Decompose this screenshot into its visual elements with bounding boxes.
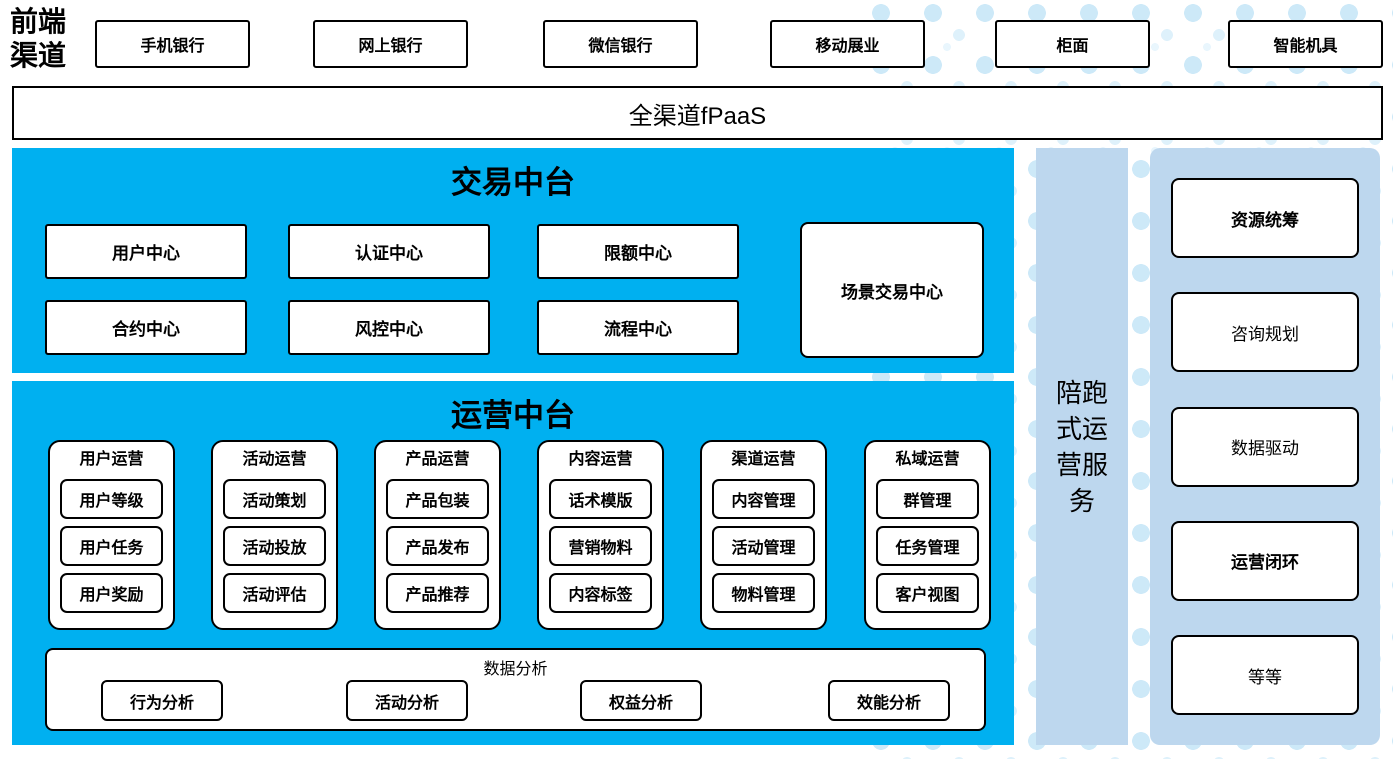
data-analysis-title: 数据分析 xyxy=(483,661,548,678)
service-box-consulting-planning: 咨询规划 xyxy=(1171,292,1359,373)
analysis-item-benefit: 权益分析 xyxy=(580,680,702,721)
ops-group-private-domain: 私域运营 群管理 任务管理 客户视图 xyxy=(864,440,991,630)
service-box-ops-closed-loop: 运营闭环 xyxy=(1171,520,1359,601)
ops-item: 话术模版 xyxy=(549,479,652,519)
channel-box-wechat-banking: 微信银行 xyxy=(543,20,698,68)
channel-box-counter: 柜面 xyxy=(995,20,1150,68)
trade-platform-title: 交易中台 xyxy=(451,165,575,200)
ops-item: 内容标签 xyxy=(549,573,652,613)
ops-group-title: 内容运营 xyxy=(568,451,633,468)
ops-item: 内容管理 xyxy=(712,479,815,519)
ops-group-content: 内容运营 话术模版 营销物料 内容标签 xyxy=(537,440,664,630)
ops-item: 营销物料 xyxy=(549,526,652,566)
ops-platform-title: 运营中台 xyxy=(451,398,575,433)
ops-item: 产品发布 xyxy=(386,526,489,566)
ops-group-channel: 渠道运营 内容管理 活动管理 物料管理 xyxy=(700,440,827,630)
analysis-item-efficiency: 效能分析 xyxy=(828,680,950,721)
frontend-channels-label: 前端渠道 xyxy=(10,7,67,72)
ops-group-title: 产品运营 xyxy=(405,451,470,468)
omnichannel-fpaas-bar: 全渠道fPaaS xyxy=(12,86,1383,140)
accompanying-ops-service-bar: 陪跑式运营服务 xyxy=(1036,148,1128,745)
ops-group-activity: 活动运营 活动策划 活动投放 活动评估 xyxy=(211,440,338,630)
service-box-data-driven: 数据驱动 xyxy=(1171,406,1359,487)
service-box-resource-coordination: 资源统筹 xyxy=(1171,178,1359,258)
center-box-process: 流程中心 xyxy=(537,300,739,355)
ops-item: 物料管理 xyxy=(712,573,815,613)
ops-item: 活动管理 xyxy=(712,526,815,566)
ops-group-title: 活动运营 xyxy=(242,451,307,468)
scenario-trade-center-box: 场景交易中心 xyxy=(800,222,984,358)
trade-middle-platform-panel: 交易中台 用户中心 认证中心 限额中心 合约中心 风控中心 流程中心 场景交易中… xyxy=(12,148,1014,373)
center-box-user: 用户中心 xyxy=(45,224,247,279)
ops-group-user: 用户运营 用户等级 用户任务 用户奖励 xyxy=(48,440,175,630)
channel-box-mobile-banking: 手机银行 xyxy=(95,20,250,68)
center-box-risk: 风控中心 xyxy=(288,300,490,355)
data-analysis-strip: 数据分析 行为分析 活动分析 权益分析 效能分析 xyxy=(45,648,986,731)
analysis-item-behavior: 行为分析 xyxy=(101,680,223,721)
channel-box-mobile-sales: 移动展业 xyxy=(770,20,925,68)
ops-item: 任务管理 xyxy=(876,526,979,566)
operations-middle-platform-panel: 运营中台 用户运营 用户等级 用户任务 用户奖励 活动运营 活动策划 活动投放 … xyxy=(12,381,1014,745)
center-box-contract: 合约中心 xyxy=(45,300,247,355)
ops-item: 用户等级 xyxy=(60,479,163,519)
ops-item: 用户奖励 xyxy=(60,573,163,613)
ops-group-title: 私域运营 xyxy=(895,451,960,468)
service-box-etc: 等等 xyxy=(1171,635,1359,715)
ops-group-title: 渠道运营 xyxy=(731,451,796,468)
ops-group-title: 用户运营 xyxy=(79,451,144,468)
analysis-item-activity: 活动分析 xyxy=(346,680,468,721)
center-box-auth: 认证中心 xyxy=(288,224,490,279)
center-box-limit: 限额中心 xyxy=(537,224,739,279)
ops-item: 群管理 xyxy=(876,479,979,519)
accompanying-ops-service-label: 陪跑式运营服务 xyxy=(1055,377,1108,516)
ops-item: 客户视图 xyxy=(876,573,979,613)
ops-item: 用户任务 xyxy=(60,526,163,566)
channel-box-smart-devices: 智能机具 xyxy=(1228,20,1383,68)
ops-item: 产品包装 xyxy=(386,479,489,519)
ops-item: 活动投放 xyxy=(223,526,326,566)
ops-service-panel: 资源统筹 咨询规划 数据驱动 运营闭环 等等 xyxy=(1150,148,1380,745)
ops-item: 活动评估 xyxy=(223,573,326,613)
ops-item: 活动策划 xyxy=(223,479,326,519)
channel-box-online-banking: 网上银行 xyxy=(313,20,468,68)
ops-item: 产品推荐 xyxy=(386,573,489,613)
ops-group-product: 产品运营 产品包装 产品发布 产品推荐 xyxy=(374,440,501,630)
